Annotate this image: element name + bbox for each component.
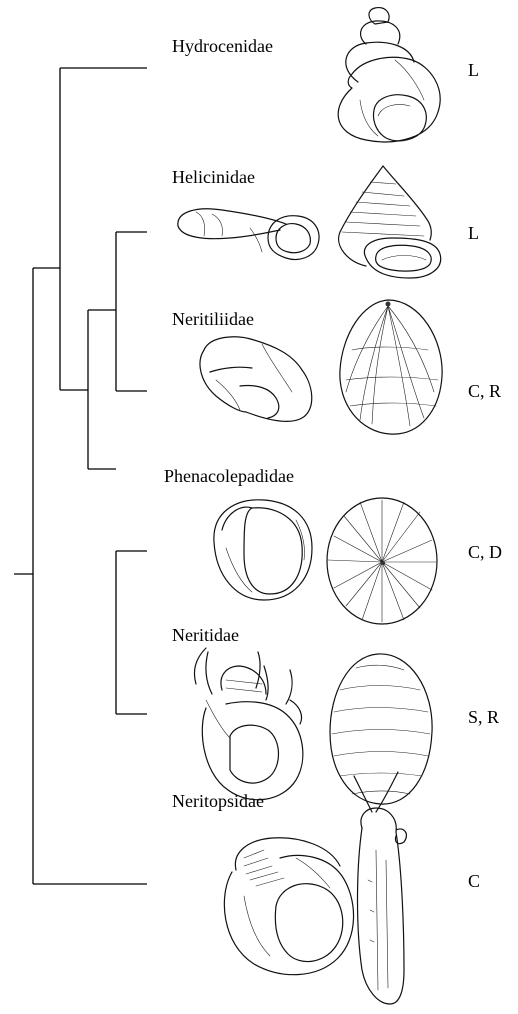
habitat-codes: L L C, R C, D S, R C <box>468 60 502 891</box>
habitat-code-phenacolepadidae: C, D <box>468 542 502 562</box>
trochiform-shell-icon <box>339 166 441 278</box>
radial-limpet-shell-icon <box>327 498 437 624</box>
banded-oval-shell-icon <box>330 654 432 804</box>
ribbed-oval-shell-icon <box>340 300 442 434</box>
snail-with-tentacles-icon <box>194 648 302 800</box>
taxon-label-neritopsidae: Neritopsidae <box>172 791 264 811</box>
limpet-underside-icon <box>214 500 312 600</box>
neritopsid-shell-icon <box>224 838 353 975</box>
taxon-label-phenacolepadidae: Phenacolepadidae <box>164 466 294 486</box>
taxon-labels: Hydrocenidae Helicinidae Neritiliidae Ph… <box>164 36 294 811</box>
taxon-label-neritiliidae: Neritiliidae <box>172 309 254 329</box>
phylogenetic-tree <box>14 68 147 884</box>
nerite-shell-apertural-icon <box>200 337 312 422</box>
slug-animal-icon <box>354 772 406 1004</box>
habitat-code-neritopsidae: C <box>468 871 480 891</box>
habitat-code-neritidae: S, R <box>468 707 499 727</box>
taxon-label-neritidae: Neritidae <box>172 625 239 645</box>
taxon-label-hydrocenidae: Hydrocenidae <box>172 36 273 56</box>
taxon-label-helicinidae: Helicinidae <box>172 167 255 187</box>
habitat-code-hydrocenidae: L <box>468 60 479 80</box>
habitat-code-neritiliidae: C, R <box>468 381 501 401</box>
conical-snail-shell-icon <box>338 8 440 142</box>
shell-top-view-icon <box>178 209 319 260</box>
habitat-code-helicinidae: L <box>468 223 479 243</box>
